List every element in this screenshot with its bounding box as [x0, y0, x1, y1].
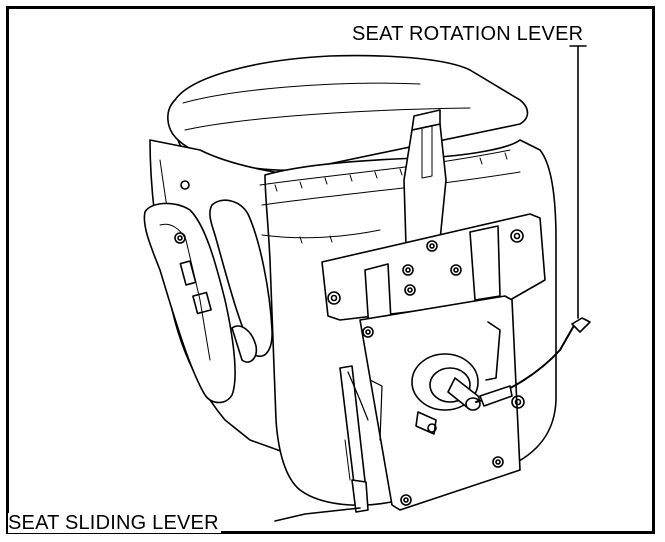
seat-rotation-lever: [475, 317, 591, 407]
figure-border: [6, 6, 655, 534]
backrest-mount-post: [403, 109, 447, 247]
armrest-pad: [209, 199, 273, 363]
seat-sliding-lever-label: SEAT SLIDING LEVER: [8, 512, 221, 534]
seat-cushion: [167, 54, 529, 179]
seat-sliding-lever: [339, 365, 383, 513]
seat-rotation-lever-label: SEAT ROTATION LEVER: [352, 23, 584, 45]
armrest-bracket: [143, 202, 236, 404]
swivel-slider-plate: [359, 295, 525, 511]
sliding-leader-line: [274, 507, 361, 522]
